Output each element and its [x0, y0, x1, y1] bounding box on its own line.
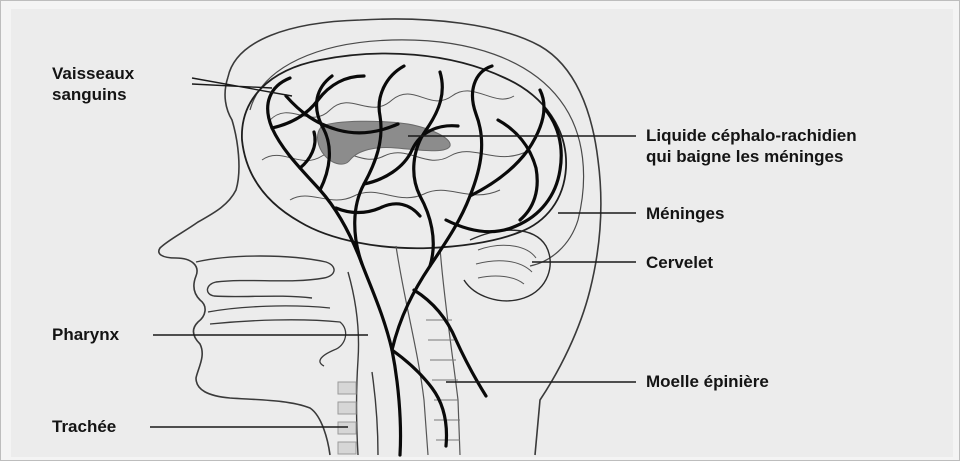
- nasal-cavity: [196, 256, 334, 298]
- spinal-cord: [396, 246, 460, 455]
- blood-vessels: [268, 66, 562, 455]
- label-vaisseaux-line2: sanguins: [52, 84, 134, 105]
- trachea: [338, 382, 356, 454]
- face-profile: [159, 77, 330, 455]
- label-trachee: Trachée: [52, 416, 116, 437]
- oral-cavity: [208, 306, 346, 366]
- label-lcr-line2: qui baigne les méninges: [646, 146, 857, 167]
- head-outline: [228, 19, 601, 455]
- label-moelle-epiniere: Moelle épinière: [646, 371, 769, 392]
- cerebellum: [464, 230, 550, 301]
- cerebellum-folds: [476, 245, 536, 284]
- label-meninges: Méninges: [646, 203, 724, 224]
- label-lcr-line1: Liquide céphalo-rachidien: [646, 125, 857, 146]
- brain-outline: [242, 54, 566, 249]
- label-vaisseaux-sanguins: Vaisseaux sanguins: [52, 63, 134, 105]
- label-pharynx: Pharynx: [52, 324, 119, 345]
- label-cervelet: Cervelet: [646, 252, 713, 273]
- label-liquide-cephalo-rachidien: Liquide céphalo-rachidien qui baigne les…: [646, 125, 857, 167]
- label-vaisseaux-line1: Vaisseaux: [52, 63, 134, 84]
